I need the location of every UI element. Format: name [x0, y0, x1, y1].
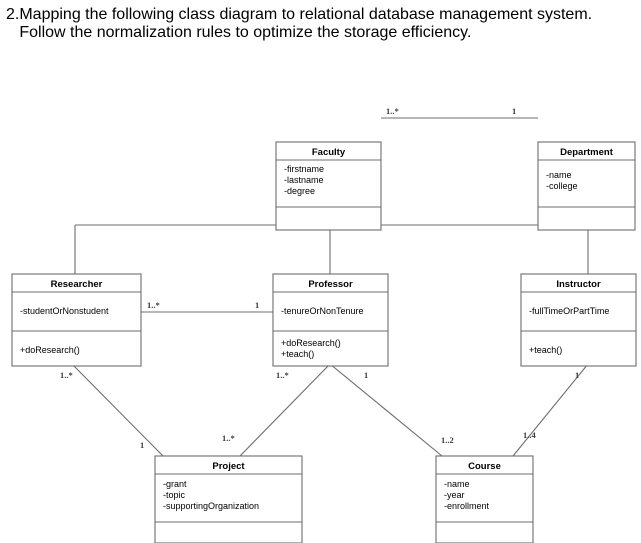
project-attribute-2: -supportingOrganization [163, 501, 259, 511]
multiplicity-faculty-to-department: 1..* [386, 106, 399, 116]
instructor-attribute-0: -fullTimeOrPartTime [529, 306, 609, 316]
professor-attribute-0: -tenureOrNonTenure [281, 306, 364, 316]
question-text: Mapping the following class diagram to r… [19, 6, 593, 41]
uml-class-diagram: Faculty -firstname -lastname -degree Dep… [0, 58, 641, 543]
class-box-course[interactable]: Course -name -year -enrollment [435, 455, 534, 543]
class-title-professor: Professor [308, 279, 353, 290]
assoc-professor-course [329, 363, 443, 457]
researcher-attribute-0: -studentOrNonstudent [20, 306, 109, 316]
multiplicity-professor-course-near-professor: 1 [364, 370, 368, 380]
class-box-department[interactable]: Department -name -college [537, 141, 636, 231]
multiplicity-instructor-course-near-instructor: 1 [575, 370, 579, 380]
project-attribute-0: -grant [163, 479, 187, 489]
professor-method-0: +doResearch() [281, 338, 341, 348]
class-box-faculty[interactable]: Faculty -firstname -lastname -degree [275, 141, 382, 231]
assoc-researcher-project [71, 363, 164, 457]
class-title-project: Project [212, 461, 245, 472]
class-box-professor[interactable]: Professor -tenureOrNonTenure +doResearch… [272, 273, 389, 367]
class-title-department: Department [560, 147, 614, 158]
faculty-attribute-0: -firstname [284, 164, 324, 174]
class-box-instructor[interactable]: Instructor -fullTimeOrPartTime +teach() [520, 273, 637, 367]
multiplicity-professor-project-near-project: 1..* [222, 433, 235, 443]
assoc-professor-project [239, 363, 331, 457]
class-title-faculty: Faculty [312, 147, 346, 158]
professor-method-1: +teach() [281, 349, 314, 359]
course-attribute-0: -name [444, 479, 470, 489]
question-header: 2. Mapping the following class diagram t… [0, 0, 641, 42]
class-box-project[interactable]: Project -grant -topic -supportingOrganiz… [154, 455, 303, 543]
faculty-attribute-2: -degree [284, 186, 315, 196]
multiplicity-professor-to-researcher: 1 [255, 300, 259, 310]
researcher-method-0: +doResearch() [20, 345, 80, 355]
project-attribute-1: -topic [163, 490, 186, 500]
department-attribute-1: -college [546, 181, 578, 191]
department-attribute-0: -name [546, 170, 572, 180]
multiplicity-researcher-to-professor: 1..* [147, 300, 160, 310]
assoc-instructor-course [512, 363, 589, 457]
multiplicity-researcher-project-near-project: 1 [140, 440, 144, 450]
course-attribute-2: -enrollment [444, 501, 490, 511]
class-title-researcher: Researcher [51, 279, 103, 290]
multiplicity-professor-course-near-course: 1..2 [441, 435, 454, 445]
instructor-method-0: +teach() [529, 345, 562, 355]
multiplicity-department-to-faculty: 1 [512, 106, 516, 116]
question-number: 2. [6, 6, 20, 23]
multiplicity-instructor-course-near-course: 1..4 [523, 430, 537, 440]
course-attribute-1: -year [444, 490, 465, 500]
multiplicity-researcher-project-near-researcher: 1..* [60, 370, 73, 380]
multiplicity-professor-project-near-professor: 1..* [276, 370, 289, 380]
class-title-instructor: Instructor [556, 279, 601, 290]
faculty-attribute-1: -lastname [284, 175, 324, 185]
class-title-course: Course [468, 461, 501, 472]
class-box-researcher[interactable]: Researcher -studentOrNonstudent +doResea… [11, 273, 142, 367]
